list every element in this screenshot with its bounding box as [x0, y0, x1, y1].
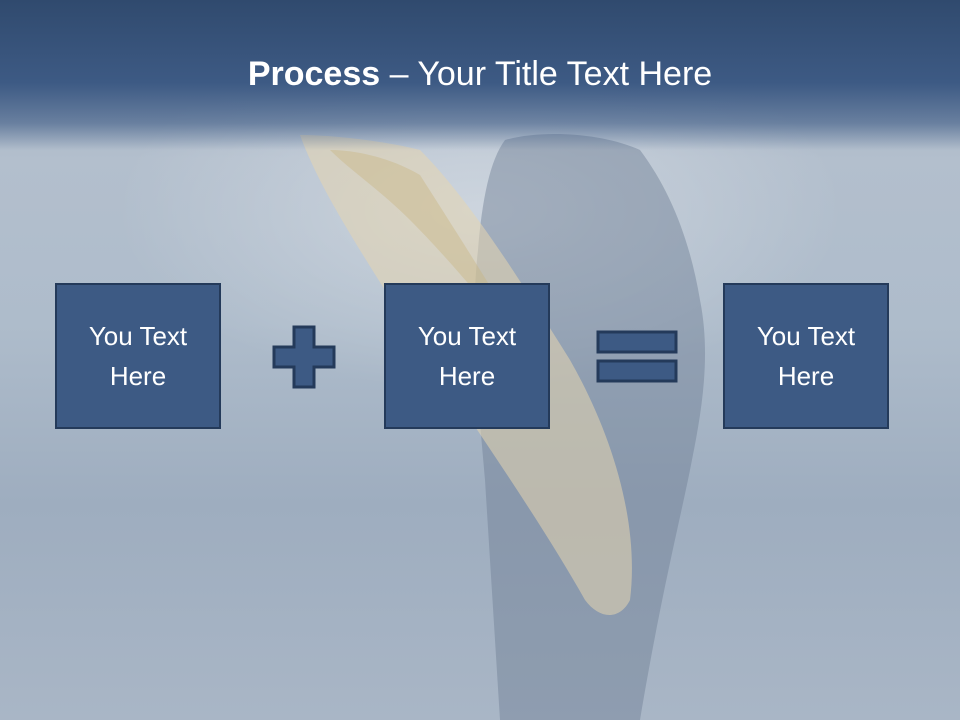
box-line-1: You Text: [88, 321, 188, 351]
box-line-1: You Text: [417, 321, 517, 351]
process-box-2[interactable]: You Text Here: [384, 283, 550, 429]
plus-icon: [272, 325, 336, 389]
slide-title: Process – Your Title Text Here: [0, 52, 960, 96]
title-bold: Process: [247, 55, 381, 93]
process-box-1[interactable]: You Text Here: [55, 283, 221, 429]
title-bar: [0, 0, 960, 150]
box-line-2: Here: [109, 361, 167, 391]
box-line-1: You Text: [756, 321, 856, 351]
title-rest: – Your Title Text Here: [380, 55, 713, 93]
box-line-2: Here: [438, 361, 496, 391]
process-box-3[interactable]: You Text Here: [723, 283, 889, 429]
box-line-2: Here: [777, 361, 835, 391]
equals-icon: [596, 330, 678, 383]
